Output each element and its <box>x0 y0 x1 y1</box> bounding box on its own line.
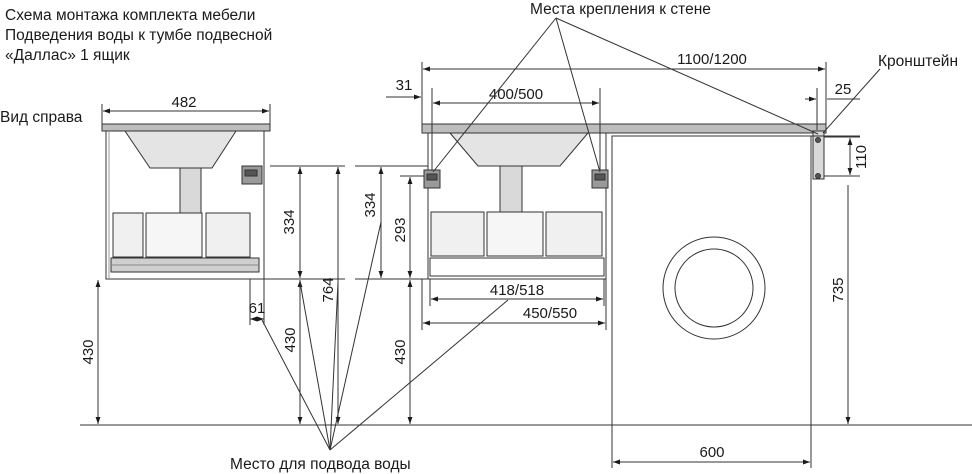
dim-inner-width: 418/518 <box>490 282 544 299</box>
dim-right-offset: 25 <box>835 81 852 98</box>
dim-front-inner-height: 293 <box>392 217 409 242</box>
side-drawer-left <box>112 212 144 258</box>
dim-left-offset: 31 <box>396 77 413 94</box>
dim-side-floor-height-2: 430 <box>282 327 299 352</box>
washing-machine-door-inner <box>674 248 754 328</box>
dim-total-width: 1100/1200 <box>677 51 747 68</box>
dim-mount-span: 400/500 <box>489 86 543 103</box>
bracket-plate <box>812 130 825 180</box>
wall-mounts-label: Места крепления к стене <box>530 1 711 18</box>
side-view-cabinet <box>101 123 271 280</box>
front-countertop <box>421 123 827 134</box>
front-sink-bowl <box>448 132 590 167</box>
wall-mount-leaders <box>432 17 819 173</box>
title-line-2: Подведения воды к тумбе подвесной <box>5 27 273 44</box>
bracket-leader <box>822 68 881 134</box>
dim-front-drawer-height: 334 <box>362 192 379 217</box>
dim-side-offset: 61 <box>249 300 266 317</box>
dim-side-total-height: 764 <box>320 277 337 302</box>
dim-front-floor-height: 430 <box>392 339 409 364</box>
dim-washer-width: 600 <box>699 444 724 461</box>
side-sink-bowl <box>124 130 237 169</box>
title-line-3: «Даллас» 1 ящик <box>5 47 130 64</box>
dim-outer-width: 450/550 <box>523 305 577 322</box>
front-view-cabinet <box>421 123 827 426</box>
water-supply-leaders <box>261 221 509 451</box>
side-view-label: Вид справа <box>0 109 83 126</box>
front-drawer-mid <box>486 211 544 257</box>
title-block: Схема монтажа комплекта мебели Подведени… <box>5 6 272 66</box>
side-drawer-mid <box>145 212 203 258</box>
front-base <box>429 257 605 277</box>
title-line-1: Схема монтажа комплекта мебели <box>5 7 256 24</box>
water-supply-label: Место для подвода воды <box>230 456 411 473</box>
bracket-label: Кронштейн <box>878 53 958 70</box>
front-drawer-right <box>545 211 603 257</box>
dim-bracket-height: 110 <box>853 145 870 169</box>
side-drawer-right <box>205 212 251 258</box>
side-countertop <box>101 123 271 132</box>
dim-side-floor-height: 430 <box>80 339 97 364</box>
dim-side-depth: 482 <box>171 94 196 111</box>
dim-side-drawer-height: 334 <box>281 209 298 234</box>
dim-washer-height: 735 <box>830 277 847 302</box>
front-drawer-left <box>430 211 485 257</box>
